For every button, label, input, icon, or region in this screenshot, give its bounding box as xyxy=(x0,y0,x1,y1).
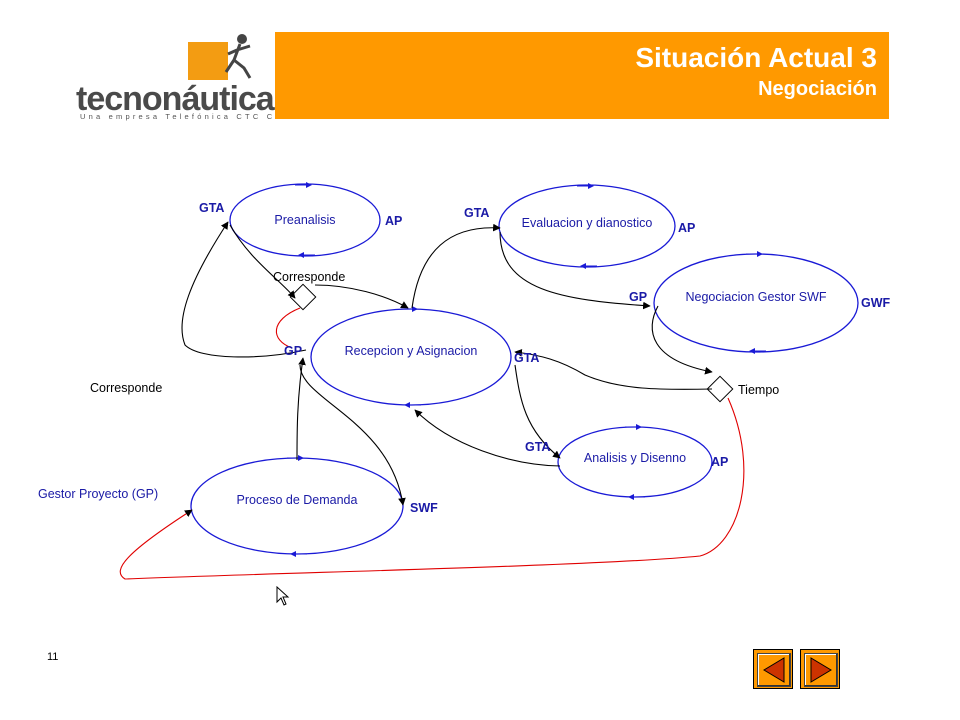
junction-corresponde xyxy=(289,283,317,311)
role-gta-evaluacion: GTA xyxy=(464,206,489,220)
page-number: 11 xyxy=(47,651,59,663)
junction-label-corresponde-left: Corresponde xyxy=(90,381,162,395)
logo-orange-square xyxy=(188,42,228,80)
role-gta-preanalisis: GTA xyxy=(199,201,224,215)
role-gp-negociacion: GP xyxy=(629,290,647,304)
next-slide-button[interactable] xyxy=(800,649,840,689)
page-subtitle: Negociación xyxy=(758,78,877,100)
title-banner: Situación Actual 3 Negociación xyxy=(275,32,889,119)
node-evaluacion: Evaluacion y dianostico xyxy=(498,183,676,269)
node-label-proceso: Proceso de Demanda xyxy=(237,493,358,507)
role-ap-analisis: AP xyxy=(711,455,728,469)
role-gestor-proyecto: Gestor Proyecto (GP) xyxy=(38,487,158,501)
mouse-cursor-icon xyxy=(276,586,290,606)
node-label-preanalisis: Preanalisis xyxy=(274,213,335,227)
flow-lines xyxy=(181,221,713,506)
node-label-evaluacion: Evaluacion y dianostico xyxy=(522,216,653,230)
prev-slide-button[interactable] xyxy=(753,649,793,689)
runner-icon xyxy=(224,34,252,79)
role-gwf-negociacion: GWF xyxy=(861,296,891,310)
role-gp-recepcion: GP xyxy=(284,344,302,358)
triangle-right-icon xyxy=(810,657,832,683)
node-analisis: Analisis y Disenno xyxy=(557,424,713,500)
node-negociacion: Negociacion Gestor SWF xyxy=(653,251,859,354)
node-proceso: Proceso de Demanda xyxy=(190,455,404,557)
junction-label-corresponde-top: Corresponde xyxy=(273,270,345,284)
node-label-recepcion: Recepcion y Asignacion xyxy=(345,344,478,358)
junction-label-tiempo: Tiempo xyxy=(738,383,779,397)
role-swf-proceso: SWF xyxy=(410,501,438,515)
node-preanalisis: Preanalisis xyxy=(229,182,381,258)
company-logo: tecnonáutica Una empresa Telefónica CTC … xyxy=(70,32,297,124)
logo-wordmark: tecnonáutica xyxy=(76,80,275,118)
triangle-left-icon xyxy=(763,657,785,683)
page-title: Situación Actual 3 xyxy=(635,42,877,73)
node-label-analisis: Analisis y Disenno xyxy=(584,451,686,465)
logo-tagline: Una empresa Telefónica CTC Chile xyxy=(80,112,300,121)
role-gta-recepcion: GTA xyxy=(514,351,539,365)
role-ap-preanalisis: AP xyxy=(385,214,402,228)
red-flow-lines xyxy=(119,307,745,580)
junction-tiempo xyxy=(706,375,734,403)
node-recepcion: Recepcion y Asignacion xyxy=(310,306,512,408)
role-gta-analisis: GTA xyxy=(525,440,550,454)
node-label-negociacion: Negociacion Gestor SWF xyxy=(685,290,826,304)
role-ap-evaluacion: AP xyxy=(678,221,695,235)
